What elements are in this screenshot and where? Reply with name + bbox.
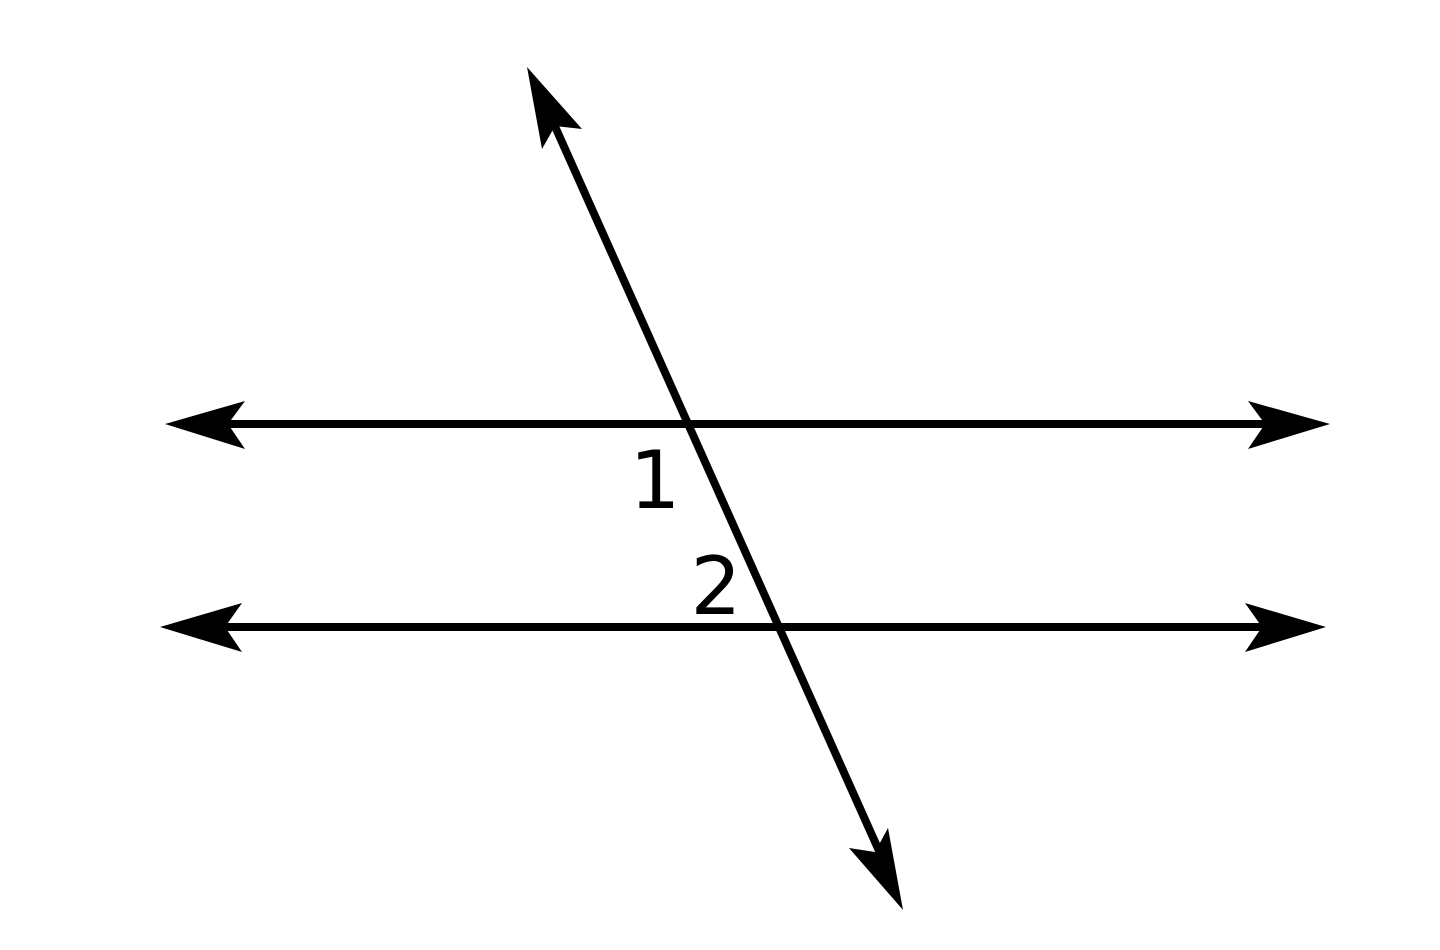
angle-2-label: 2 (691, 540, 742, 633)
transversal-line (549, 120, 888, 864)
angle-1-label: 1 (630, 434, 681, 527)
lower-line-left-arrowhead (160, 603, 242, 652)
transversal-top-arrowhead (527, 67, 582, 149)
transversal-bottom-arrowhead (849, 828, 903, 910)
lower-line-right-arrowhead (1245, 603, 1326, 652)
upper-line-right-arrowhead (1248, 401, 1330, 449)
upper-line-left-arrowhead (165, 401, 245, 449)
